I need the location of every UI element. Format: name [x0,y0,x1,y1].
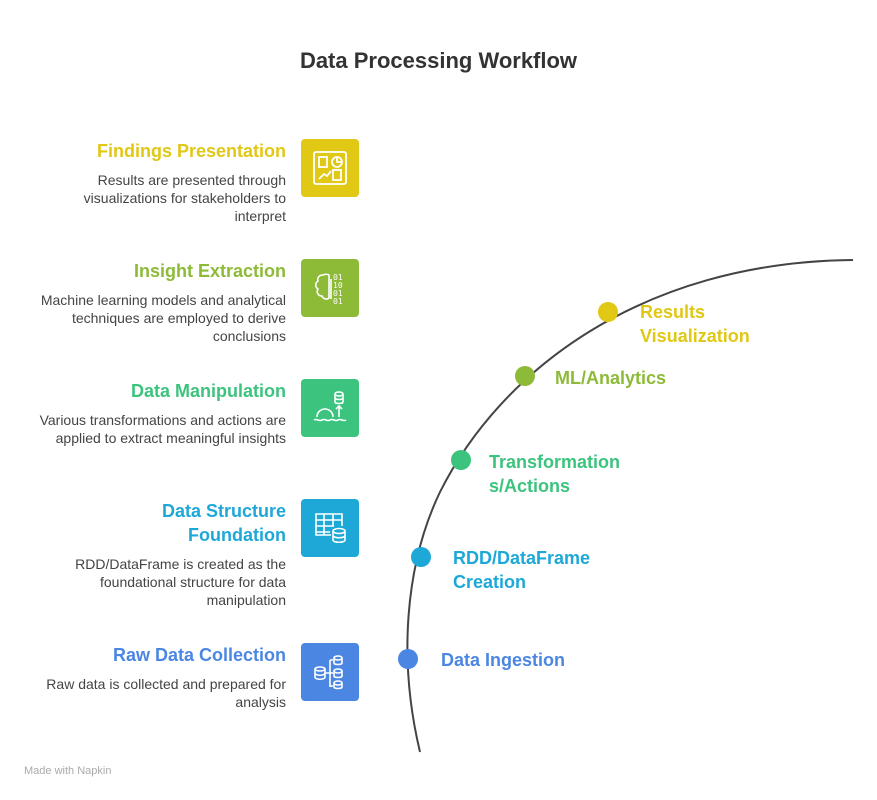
step-data-structure-foundation: Data Structure Foundation RDD/DataFrame … [30,499,286,609]
table-database-icon [301,499,359,557]
stage-label: Transformation s/Actions [489,452,621,496]
stage-dot [451,450,471,470]
stage-dot [598,302,618,322]
step-title: Findings Presentation [96,141,286,161]
stage-dot [411,547,431,567]
database-tree-icon [301,643,359,701]
stage-label: Data Ingestion [441,650,566,670]
step-findings-presentation: Findings Presentation Results are presen… [30,139,286,225]
stage-dot [398,649,418,669]
step-description: Machine learning models and analytical t… [40,292,286,344]
dashboard-icon [301,139,359,197]
step-title: Data Structure Foundation [161,501,286,545]
gear-database-icon [301,379,359,437]
step-title: Raw Data Collection [112,645,286,665]
step-description: Raw data is collected and prepared for a… [46,676,286,710]
napkin-watermark: Made with Napkin [24,765,112,777]
svg-text:01: 01 [333,273,343,282]
step-data-manipulation: Data Manipulation Various transformation… [30,379,286,447]
svg-text:10: 10 [333,281,343,290]
step-description: Various transformations and actions are … [39,412,286,446]
page-title: Data Processing Workflow [299,48,578,73]
stage-label: ML/Analytics [555,368,667,388]
svg-text:01: 01 [333,289,343,298]
stage-label: RDD/DataFrame Creation [453,548,591,592]
step-title: Insight Extraction [133,261,286,281]
stage-label: Results Visualization [640,302,750,346]
step-description: Results are presented through visualizat… [83,172,286,224]
stage-dot [515,366,535,386]
step-raw-data-collection: Raw Data Collection Raw data is collecte… [30,643,286,711]
step-title: Data Manipulation [130,381,286,401]
svg-text:01: 01 [333,297,343,306]
step-description: RDD/DataFrame is created as the foundati… [75,556,286,608]
step-insight-extraction: Insight Extraction Machine learning mode… [30,259,286,345]
